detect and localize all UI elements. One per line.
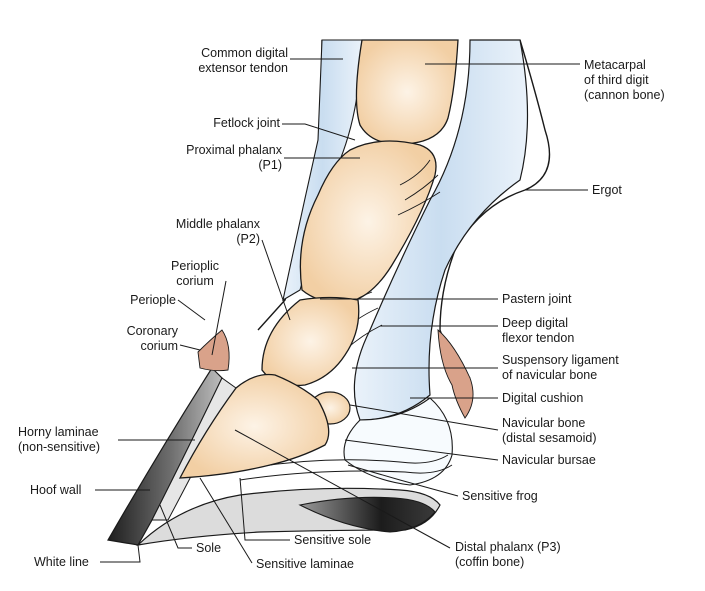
frog-shape: [298, 496, 436, 533]
label-ergot: Ergot: [592, 183, 622, 197]
label-navicular-bursae: Navicular bursae: [502, 453, 596, 467]
proximal-phalanx-shape: [299, 140, 437, 304]
label-sole: Sole: [196, 541, 222, 555]
label-middle-phalanx: Middle phalanx(P2): [175, 217, 260, 246]
digital-cushion-shape: [343, 397, 453, 486]
label-hoof-wall: Hoof wall: [30, 483, 82, 497]
ergot-tuft: [437, 328, 474, 419]
leader-lines: [95, 58, 588, 564]
coffin-bone-shape: [178, 373, 330, 479]
deep-flexor-tendon-shape: [353, 39, 529, 421]
label-sensitive-laminae: Sensitive laminae: [256, 557, 354, 571]
cannon-bone-shape: [355, 39, 459, 145]
label-navicular-bone: Navicular bone(distal sesamoid): [502, 416, 597, 445]
label-white-line: White line: [34, 555, 89, 569]
label-digital-cushion: Digital cushion: [502, 391, 584, 405]
label-sensitive-sole: Sensitive sole: [294, 533, 372, 547]
middle-phalanx-shape: [261, 296, 360, 387]
label-sensitive-frog: Sensitive frog: [462, 489, 538, 503]
coronary-corium-shape: [197, 329, 230, 372]
label-proximal-phalanx: Proximal phalanx(P1): [186, 143, 282, 172]
label-fetlock-joint: Fetlock joint: [213, 116, 280, 130]
label-pastern-joint: Pastern joint: [502, 292, 572, 306]
label-horny-laminae: Horny laminae(non-sensitive): [18, 425, 100, 454]
sensitive-frog-lines: [237, 454, 453, 481]
label-distal-phalanx: Distal phalanx (P3)(coffin bone): [455, 540, 561, 569]
label-periople: Periople: [130, 293, 176, 307]
